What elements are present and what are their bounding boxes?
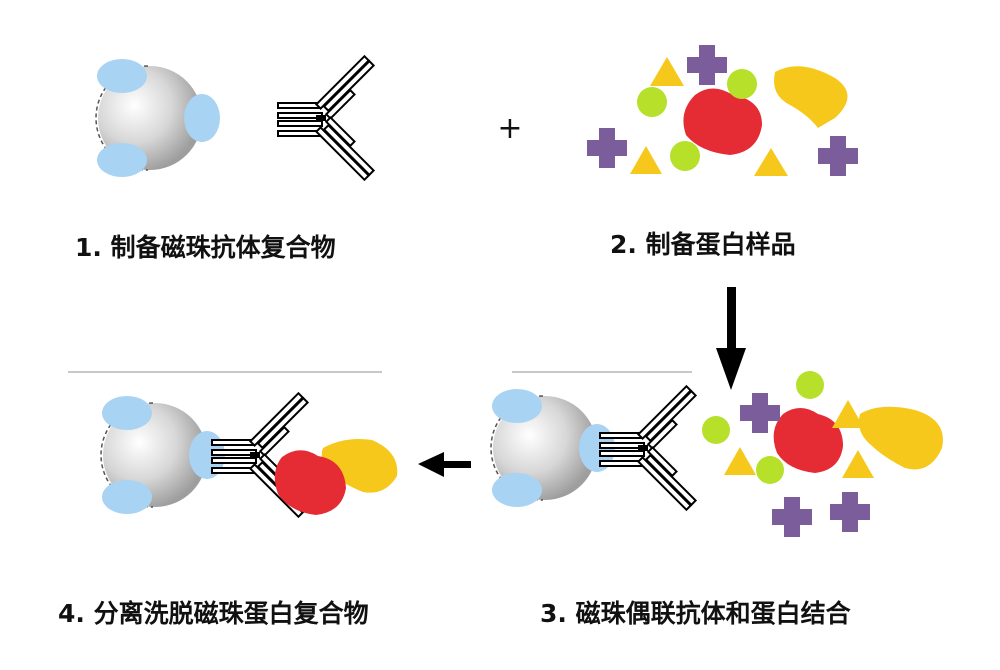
target-protein-icon (773, 408, 843, 473)
purple-molecule-icon (740, 393, 780, 433)
magnetic-bead-icon (95, 58, 221, 178)
yellow-molecule-icon (842, 450, 874, 478)
purple-molecule-icon (818, 136, 858, 176)
yellow-molecule-icon (724, 447, 756, 475)
step2-caption: 2. 制备蛋白样品 (610, 230, 796, 259)
target-protein-icon (683, 88, 762, 155)
purple-molecule-icon (830, 492, 870, 532)
yellow-molecule-icon (754, 148, 788, 176)
antibody-icon (599, 385, 702, 511)
purple-molecule-icon (687, 45, 727, 85)
purple-molecule-icon (587, 128, 627, 168)
target-protein-icon (274, 450, 346, 515)
yellow-molecule-icon (832, 400, 864, 428)
step4-caption: 4. 分离洗脱磁珠蛋白复合物 (58, 599, 369, 628)
purple-molecule-icon (772, 497, 812, 537)
protein-sample-mixed (702, 371, 943, 537)
plus-sign: + (497, 111, 522, 146)
yellow-molecule-icon (630, 146, 662, 174)
green-molecule-icon (756, 456, 784, 484)
protein-sample (587, 45, 858, 176)
green-molecule-icon (796, 371, 824, 399)
green-molecule-icon (637, 87, 667, 117)
green-molecule-icon (702, 416, 730, 444)
down-arrow-icon (716, 287, 746, 390)
left-arrow-icon (418, 452, 471, 477)
green-molecule-icon (670, 141, 700, 171)
yellow-molecule-icon (650, 57, 684, 86)
green-molecule-icon (727, 69, 757, 99)
antibody-icon (277, 55, 380, 181)
step3-caption: 3. 磁珠偶联抗体和蛋白结合 (540, 599, 851, 628)
magnetic-bead-icon (490, 388, 616, 508)
magnetic-bead-icon (100, 395, 226, 515)
step1-caption: 1. 制备磁珠抗体复合物 (75, 233, 336, 262)
